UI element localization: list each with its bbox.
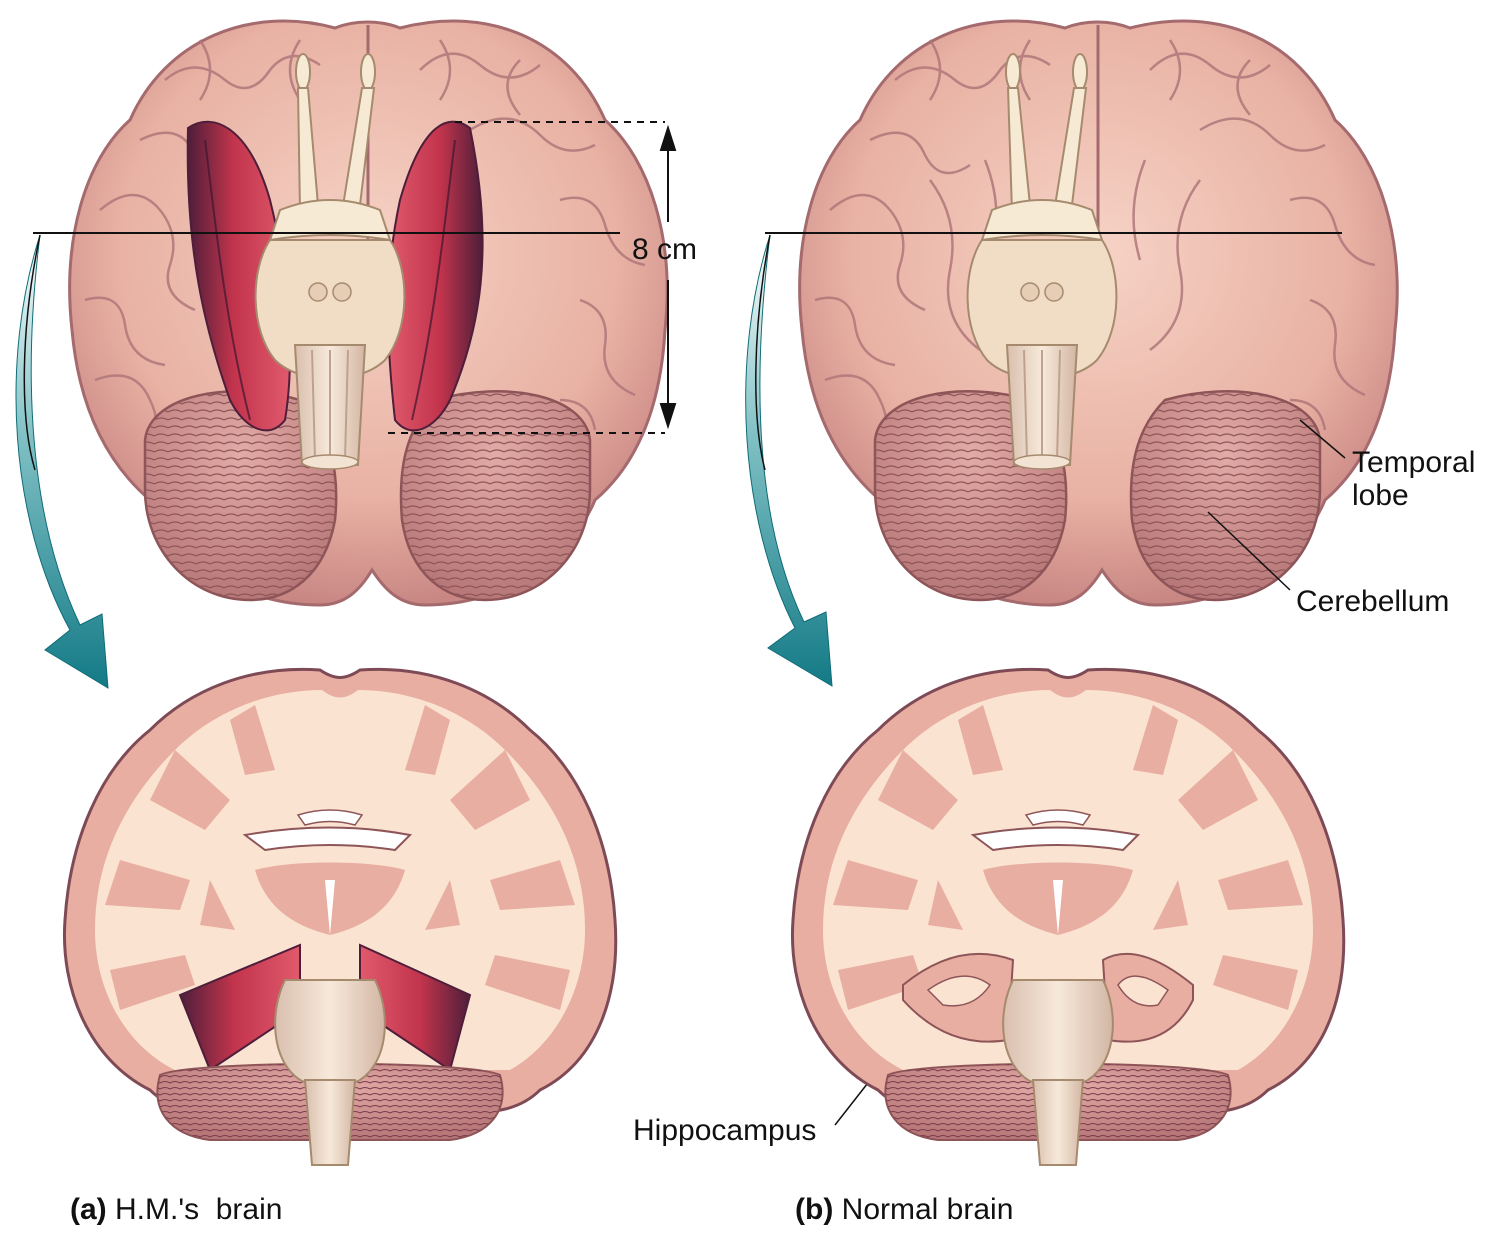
- normal-brain-coronal-section: [790, 667, 1346, 1166]
- temporal-lobe-label-line1: Temporal: [1352, 446, 1476, 479]
- caption-b-text: Normal brain: [841, 1193, 1014, 1226]
- hm-section-arrow: [15, 234, 109, 689]
- hm-brainstem: [254, 239, 406, 470]
- caption-a: (a) H.M.'s brain: [70, 1193, 282, 1226]
- caption-b-letter: (b): [795, 1193, 834, 1226]
- caption-b: (b) Normal brain: [795, 1193, 1013, 1226]
- temporal-lobe-label-line2: lobe: [1352, 479, 1409, 512]
- cerebellum-label: Cerebellum: [1296, 585, 1450, 618]
- hm-brain-ventral-view: [68, 19, 669, 607]
- temporal-lobe-label: Temporal lobe: [1352, 446, 1475, 512]
- hm-lesion-left: [186, 120, 291, 432]
- hm-cerebellum: [143, 390, 592, 602]
- hippocampus-label: Hippocampus: [633, 1114, 817, 1147]
- hm-lesion-right: [387, 120, 484, 432]
- normal-brain-ventral-view: [798, 19, 1399, 607]
- dimension-label: 8 cm: [632, 233, 698, 266]
- hippocampus-left: [902, 952, 1015, 1043]
- temporal-lobe-leader: [1299, 419, 1346, 459]
- caption-a-letter: (a): [70, 1193, 107, 1226]
- hm-brain-coronal-section: [62, 667, 618, 1166]
- caption-a-text: H.M.'s brain: [115, 1193, 283, 1226]
- normal-section-arrow: [745, 234, 833, 687]
- hm-optic-structures: [268, 53, 392, 242]
- dimension-marker: [388, 121, 677, 434]
- cerebellum-leader: [1207, 511, 1291, 591]
